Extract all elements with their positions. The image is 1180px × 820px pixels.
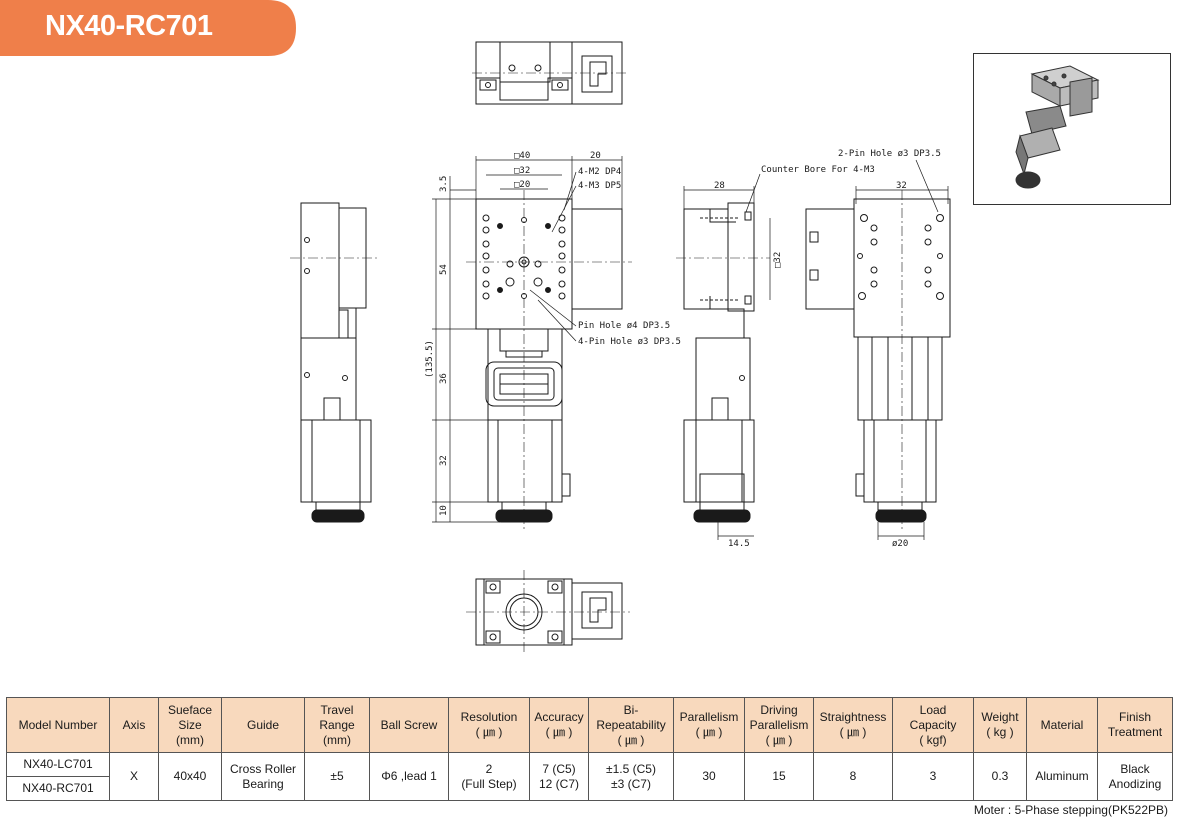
table-row: NX40-RC701 — [6, 776, 1173, 801]
technical-drawing: □40 □32 □20 20 3.5 54 36 32 10 (135.5) 4… — [290, 41, 951, 652]
cell-resolution: 2 (Full Step) — [448, 752, 530, 801]
rear-view — [805, 190, 951, 530]
cell-ball-screw: Φ6 ,lead 1 — [369, 752, 449, 801]
col-straightness: Straightness ( ㎛ ) — [813, 697, 893, 753]
dim-14-5: 14.5 — [728, 539, 750, 549]
callout-pin2: 2-Pin Hole ø3 DP3.5 — [838, 149, 941, 159]
callout-pin3: 4-Pin Hole ø3 DP3.5 — [578, 337, 681, 347]
left-side-view — [290, 202, 378, 523]
cell-driving-parallelism: 15 — [744, 752, 814, 801]
callout-counterbore: Counter Bore For 4-M3 — [761, 165, 875, 175]
col-parallelism: Parallelism ( ㎛ ) — [673, 697, 745, 753]
cell-surface-size: 40x40 — [158, 752, 222, 801]
cell-model-lc: NX40-LC701 — [6, 752, 110, 777]
cell-axis: X — [109, 752, 159, 801]
col-model-number: Model Number — [6, 697, 110, 753]
cell-travel: ±5 — [304, 752, 370, 801]
table-row: NX40-LC701 X 40x40 Cross Roller Bearing … — [6, 752, 1173, 801]
col-accuracy: Accuracy ( ㎛ ) — [529, 697, 589, 753]
dim-32-rear: 32 — [896, 181, 907, 191]
col-ball-screw: Ball Screw — [369, 697, 449, 753]
dim-28: 28 — [714, 181, 725, 191]
dim-sq32-right: □32 — [773, 252, 783, 268]
cell-guide: Cross Roller Bearing — [221, 752, 305, 801]
col-load-capacity: Load Capacity ( kgf) — [892, 697, 974, 753]
cell-bi-repeatability: ±1.5 (C5) ±3 (C7) — [588, 752, 674, 801]
dim-20: 20 — [590, 151, 601, 161]
col-travel: Travel Range (mm) — [304, 697, 370, 753]
cell-finish: Black Anodizing — [1097, 752, 1173, 801]
col-finish: Finish Treatment — [1097, 697, 1173, 753]
motor-footnote: Moter : 5-Phase stepping(PK522PB) — [973, 803, 1168, 817]
cell-parallelism: 30 — [673, 752, 745, 801]
cell-straightness: 8 — [813, 752, 893, 801]
callout-m2: 4-M2 DP4 — [578, 167, 621, 177]
product-image — [1015, 65, 1100, 189]
cell-model-rc: NX40-RC701 — [6, 776, 110, 801]
spec-table: Model Number Axis Sueface Size (mm) Guid… — [6, 697, 1173, 801]
title-tab — [0, 0, 296, 56]
cell-material: Aluminum — [1026, 752, 1098, 801]
callout-pin4: Pin Hole ø4 DP3.5 — [578, 321, 670, 331]
col-surface-size: Sueface Size (mm) — [158, 697, 222, 753]
dim-32: 32 — [439, 455, 449, 466]
dim-phi20: ø20 — [892, 539, 908, 549]
col-weight: Weight ( kg ) — [973, 697, 1027, 753]
col-guide: Guide — [221, 697, 305, 753]
dim-sq32: □32 — [514, 166, 530, 176]
col-bi-repeatability: Bi- Repeatability ( ㎛ ) — [588, 697, 674, 753]
dim-36: 36 — [439, 373, 449, 384]
front-view — [466, 190, 632, 530]
dim-135-5: (135.5) — [425, 340, 435, 378]
dim-sq20: □20 — [514, 180, 530, 190]
right-side-view — [676, 202, 770, 523]
col-driving-parallelism: Driving Parallelism ( ㎛ ) — [744, 697, 814, 753]
top-view — [472, 41, 626, 105]
cell-load-capacity: 3 — [892, 752, 974, 801]
dim-sq40: □40 — [514, 151, 530, 161]
col-resolution: Resolution ( ㎛ ) — [448, 697, 530, 753]
bottom-view — [466, 570, 630, 652]
cell-weight: 0.3 — [973, 752, 1027, 801]
dim-3-5: 3.5 — [439, 176, 449, 192]
cell-accuracy: 7 (C5) 12 (C7) — [529, 752, 589, 801]
product-photo — [973, 53, 1171, 205]
callout-m3: 4-M3 DP5 — [578, 181, 621, 191]
col-axis: Axis — [109, 697, 159, 753]
dim-54: 54 — [439, 264, 449, 275]
dim-10: 10 — [439, 505, 449, 516]
col-material: Material — [1026, 697, 1098, 753]
page-title: NX40-RC701 — [45, 10, 213, 42]
table-header-row: Model Number Axis Sueface Size (mm) Guid… — [6, 697, 1173, 753]
